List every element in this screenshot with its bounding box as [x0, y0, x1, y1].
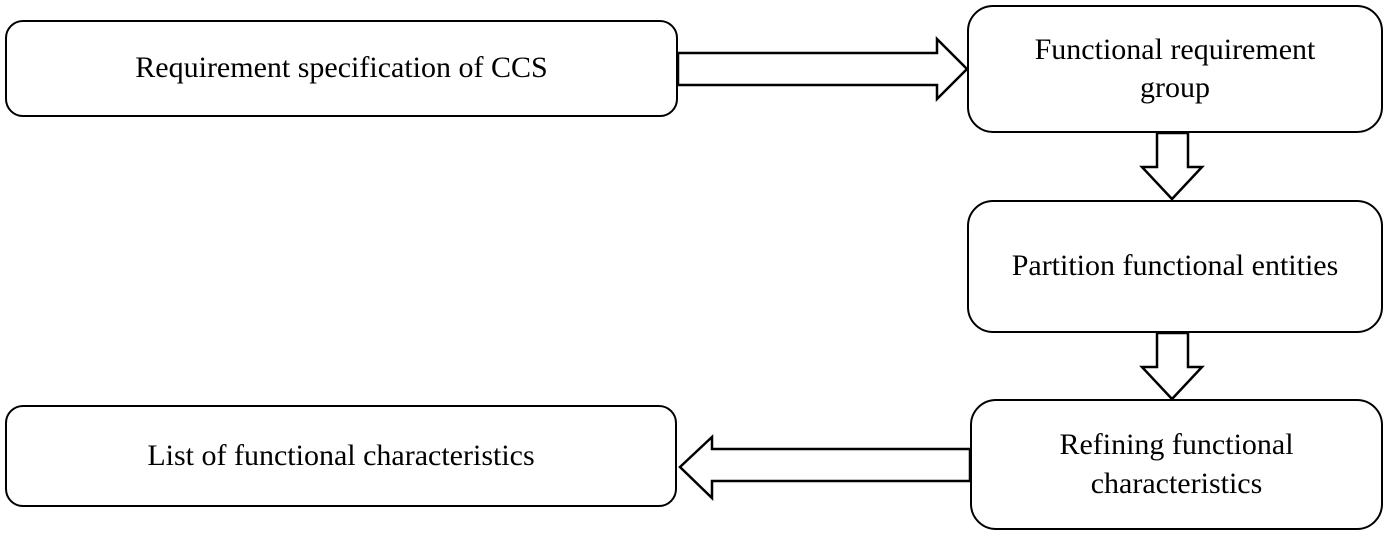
node-label: Partition functional entities	[1011, 249, 1339, 283]
flowchart-node-partition-functional-entities: Partition functional entities	[967, 200, 1383, 333]
flowchart-node-refining-functional-characteristics: Refining functional characteristics	[970, 399, 1383, 530]
flowchart-node-functional-requirement-group: Functional requirement group	[967, 5, 1383, 133]
arrow-right-icon	[676, 35, 969, 103]
arrow-down-icon	[1139, 331, 1205, 401]
arrow-down-icon	[1139, 131, 1205, 201]
node-label: Functional requirement group	[1034, 32, 1316, 104]
node-label: List of functional characteristics	[147, 438, 535, 472]
node-label: Requirement specification of CCS	[135, 51, 548, 85]
node-label: Refining functional characteristics	[1059, 428, 1294, 500]
flowchart-node-requirement-spec: Requirement specification of CCS	[5, 20, 678, 117]
flowchart-node-list-of-functional-characteristics: List of functional characteristics	[5, 405, 677, 507]
arrow-left-icon	[678, 434, 972, 501]
